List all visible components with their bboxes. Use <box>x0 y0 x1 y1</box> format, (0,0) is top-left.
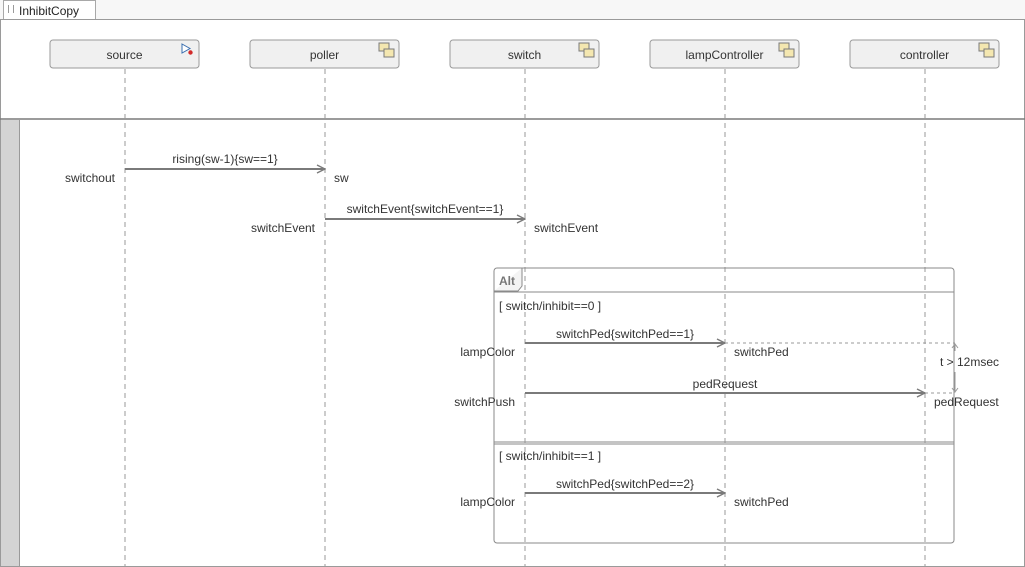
source-block-icon <box>181 43 193 55</box>
lifeline-label-lampcontroller: lampController <box>685 48 763 62</box>
lifeline-controller[interactable]: controller <box>849 39 1000 69</box>
message-label: switchPed{switchPed==2} <box>556 477 694 491</box>
message-label: switchPed{switchPed==1} <box>556 327 694 341</box>
send-port-label: lampColor <box>460 495 515 509</box>
subsystem-icon <box>578 42 595 58</box>
tab-label: InhibitCopy <box>19 4 80 18</box>
send-port-label: switchPush <box>454 395 515 409</box>
message-switchped-1[interactable]: switchPed{switchPed==1} lampColor switch… <box>460 327 788 359</box>
lifeline-label-source: source <box>106 48 142 62</box>
message-label: rising(sw-1){sw==1} <box>172 152 277 166</box>
fragment-operator-tab <box>494 268 523 292</box>
operand-guard-1[interactable]: [ switch/inhibit==0 ] <box>499 299 601 313</box>
lifeline-label-switch: switch <box>508 48 541 62</box>
send-port-label: lampColor <box>460 345 515 359</box>
operand-guard-2[interactable]: [ switch/inhibit==1 ] <box>499 449 601 463</box>
lifeline-box-lampcontroller[interactable] <box>649 39 800 69</box>
recv-port-label: switchPed <box>734 345 789 359</box>
recv-port-label: switchEvent <box>534 221 599 235</box>
fragment-operator: Alt <box>499 274 515 288</box>
subsystem-icon <box>978 42 995 58</box>
lifeline-box-poller[interactable] <box>249 39 400 69</box>
alt-fragment[interactable]: Alt [ switch/inhibit==0 ] [ switch/inhib… <box>493 267 955 544</box>
recv-port-label: pedRequest <box>934 395 999 409</box>
lifeline-lines <box>124 69 926 566</box>
constraint-arrow-down-icon <box>951 387 959 393</box>
message-pedrequest[interactable]: pedRequest switchPush pedRequest <box>454 377 999 409</box>
duration-constraint[interactable]: t > 12msec <box>725 342 999 394</box>
lifeline-source[interactable]: source <box>49 39 200 69</box>
left-rail <box>1 120 19 566</box>
fragment-frame[interactable] <box>493 267 955 544</box>
lifeline-poller[interactable]: poller <box>249 39 400 69</box>
canvas-frame <box>0 19 1025 567</box>
constraint-label: t > 12msec <box>940 355 999 369</box>
tab-inhibitcopy[interactable]: InhibitCopy <box>3 0 96 19</box>
lifeline-box-source[interactable] <box>49 39 200 69</box>
lifeline-lampcontroller[interactable]: lampController <box>649 39 800 69</box>
lifeline-switch[interactable]: switch <box>449 39 600 69</box>
message-rising[interactable]: rising(sw-1){sw==1} switchout sw <box>65 152 349 185</box>
message-switchped-2[interactable]: switchPed{switchPed==2} lampColor switch… <box>460 477 788 509</box>
recv-port-label: switchPed <box>734 495 789 509</box>
subsystem-icon <box>378 42 395 58</box>
message-label: switchEvent{switchEvent==1} <box>347 202 504 216</box>
lifeline-box-switch[interactable] <box>449 39 600 69</box>
subsystem-icon <box>778 42 795 58</box>
message-switchevent[interactable]: switchEvent{switchEvent==1} switchEvent … <box>251 202 599 235</box>
recv-port-label: sw <box>334 171 349 185</box>
constraint-arrow-up-icon <box>951 343 959 349</box>
lifeline-label-controller: controller <box>900 48 949 62</box>
lifeline-box-controller[interactable] <box>849 39 1000 69</box>
message-label: pedRequest <box>693 377 758 391</box>
tab-grip-icon <box>8 5 14 13</box>
send-port-label: switchout <box>65 171 116 185</box>
lifeline-label-poller: poller <box>310 48 339 62</box>
send-port-label: switchEvent <box>251 221 316 235</box>
